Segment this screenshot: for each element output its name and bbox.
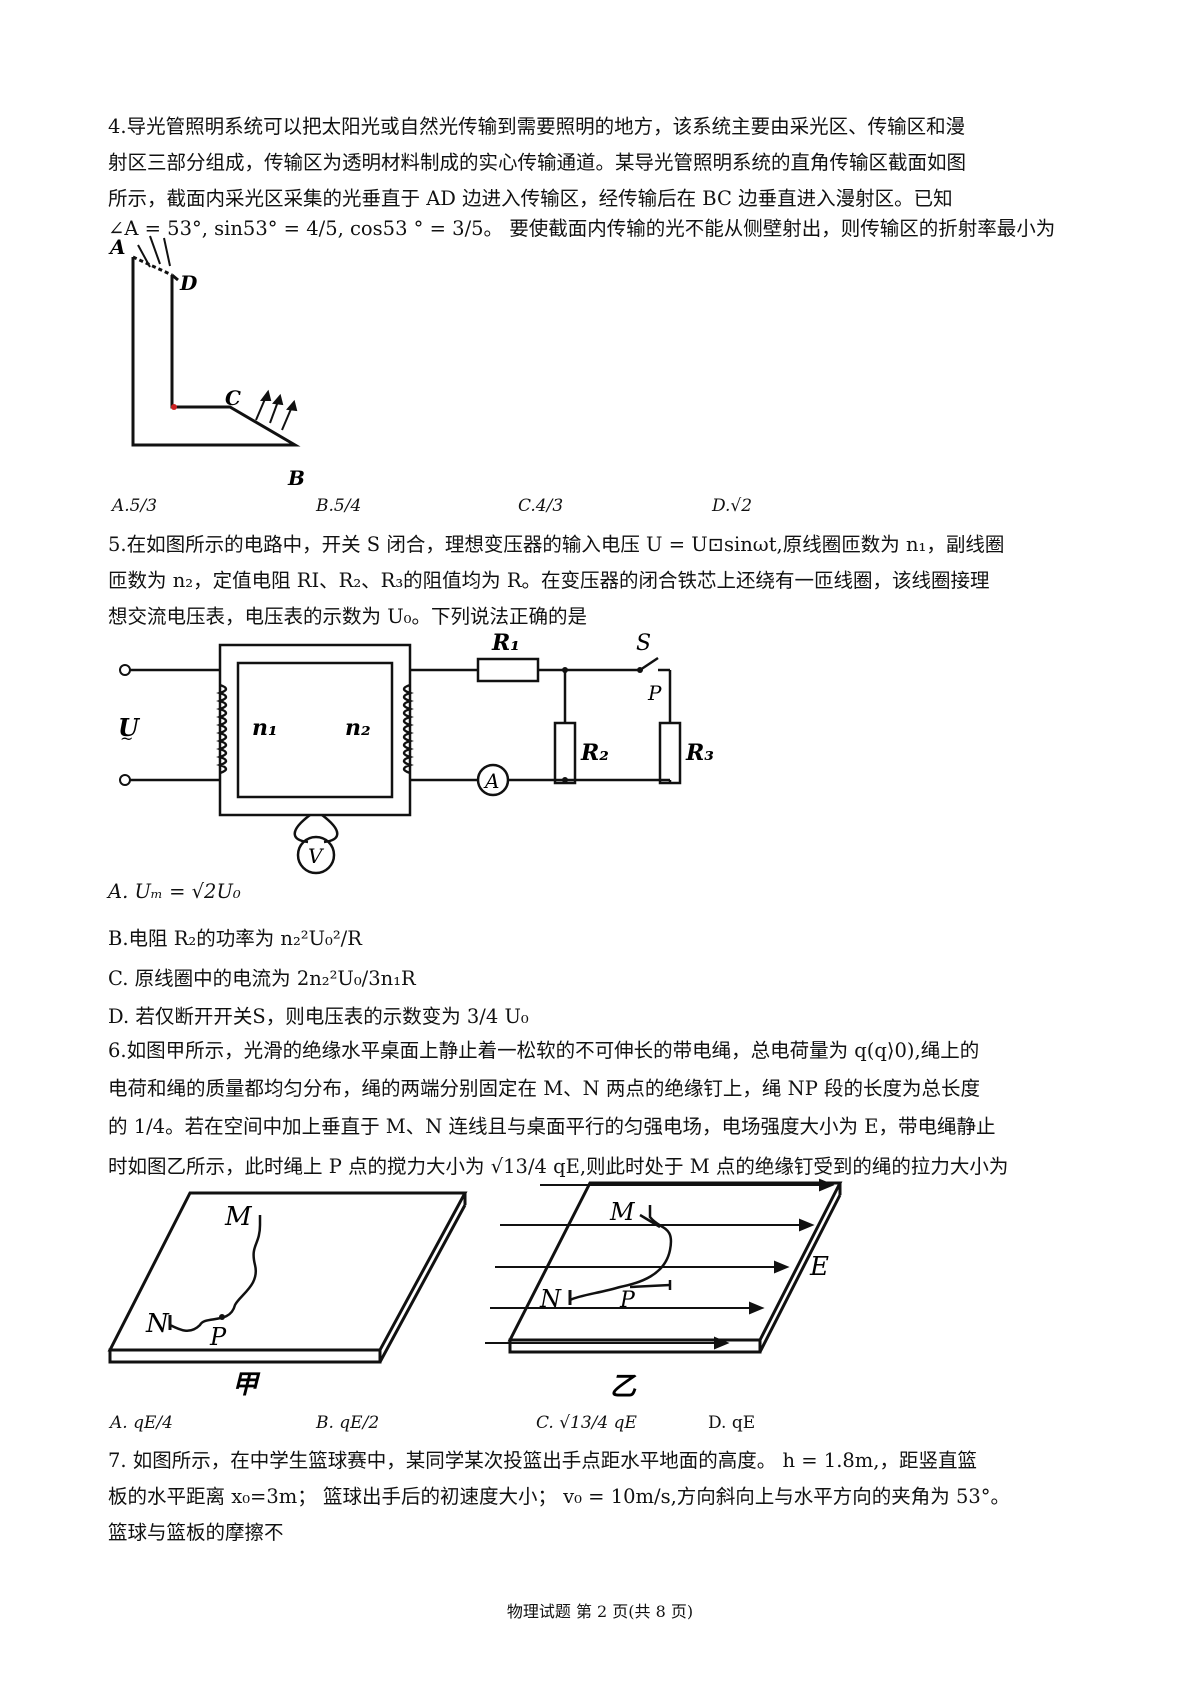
q5-line-1: 5.在如图所示的电路中，开关 S 闭合，理想变压器的输入电压 U = U⊡sin… [108,533,1005,556]
label-n1: n₁ [252,715,278,741]
q5-option-d: D. 若仅断开开关S，则电压表的示数变为 3/4 U₀ [108,1005,529,1028]
q5-line-2: 匝数为 n₂，定值电阻 RI、R₂、R₃的阻值均为 R。在变压器的闭合铁芯上还绕… [108,569,990,592]
q4-option-d: D.√2 [712,496,753,516]
q4-line-3: 所示，截面内采光区采集的光垂直于 AD 边进入传输区，经传输后在 BC 边垂直进… [108,187,953,210]
q7-line-1: 7. 如图所示，在中学生篮球赛中，某同学某次投篮出手点距水平地面的高度。 h =… [108,1449,977,1472]
q4-line-2: 射区三部分组成，传输区为透明材料制成的实心传输通道。某导光管照明系统的直角传输区… [108,151,967,174]
label-R3: R₃ [685,740,714,766]
q7-line-2: 板的水平距离 x₀=3m； 篮球出手后的初速度大小； v₀ = 10m/s,方向… [108,1485,1011,1508]
label-R1: R₁ [491,630,520,656]
label-N-yi: N [539,1285,562,1313]
q6-line-4: 时如图乙所示，此时绳上 P 点的搅力大小为 √13/4 qE,则此时处于 M 点… [108,1155,1009,1178]
label-P-yi: P [619,1288,636,1313]
q4-option-b: B.5/4 [316,496,362,516]
q4-line-4: ∠A = 53°, sin53° = 4/5, cos53 ° = 3/5。 要… [108,217,1056,240]
label-E: E [809,1252,829,1282]
light-guide-figure: A D C B [108,235,305,490]
q5-option-a: A. Uₘ = √2U₀ [108,880,241,903]
transformer-circuit-figure: U ~ n₁ n₂ R₁ R₂ R₃ S P A V [118,630,714,875]
label-P-jia: P [209,1323,227,1351]
q6-line-1: 6.如图甲所示，光滑的绝缘水平桌面上静止着一松软的不可伸长的带电绳，总电荷量为 … [108,1039,980,1062]
label-A: A [108,235,126,259]
q6-option-a: A. qE/4 [110,1413,173,1433]
q6-line-2: 电荷和绳的质量都均匀分布，绳的两端分别固定在 M、N 两点的绝缘钉上，绳 NP … [108,1077,981,1100]
label-M-yi: M [609,1198,636,1226]
page-footer: 物理试题 第 2 页(共 8 页) [506,1602,694,1621]
charged-rope-figure-jia: M N P 甲 [107,1191,468,1400]
ammeter-label: A [483,769,499,793]
label-P: P [647,681,662,705]
q5-option-c: C. 原线圈中的电流为 2n₂²U₀/3n₁R [108,967,416,990]
q5-line-3: 想交流电压表，电压表的示数为 U₀。下列说法正确的是 [108,605,587,628]
label-U: U [118,713,141,742]
voltmeter-label: V [308,844,325,868]
label-yi: 乙 [610,1372,637,1402]
q7-line-3: 篮球与篮板的摩擦不 [108,1521,284,1544]
label-N-jia: N [145,1309,170,1339]
q6-option-d: D. qE [708,1413,756,1433]
label-S: S [636,631,651,656]
label-D: D [179,271,198,295]
tilde-mark: ~ [120,729,133,748]
q4-line-1: 4.导光管照明系统可以把太阳光或自然光传输到需要照明的地方，该系统主要由采光区、… [108,115,966,138]
q5-option-b: B.电阻 R₂的功率为 n₂²U₀²/R [108,927,362,950]
label-jia: 甲 [232,1370,261,1400]
q4-option-a: A.5/3 [112,496,158,516]
label-B: B [287,466,305,490]
label-M-jia: M [224,1202,253,1232]
label-R2: R₂ [580,740,609,766]
q6-option-c: C. √13/4 qE [536,1413,637,1433]
charged-rope-figure-yi: M N P E 乙 [485,1178,843,1402]
q4-option-c: C.4/3 [518,496,564,516]
q6-option-b: B. qE/2 [316,1413,380,1433]
label-C: C [225,386,241,410]
label-n2: n₂ [345,715,371,741]
q6-line-3: 的 1/4。若在空间中加上垂直于 M、N 连线且与桌面平行的匀强电场，电场强度大… [108,1115,996,1138]
